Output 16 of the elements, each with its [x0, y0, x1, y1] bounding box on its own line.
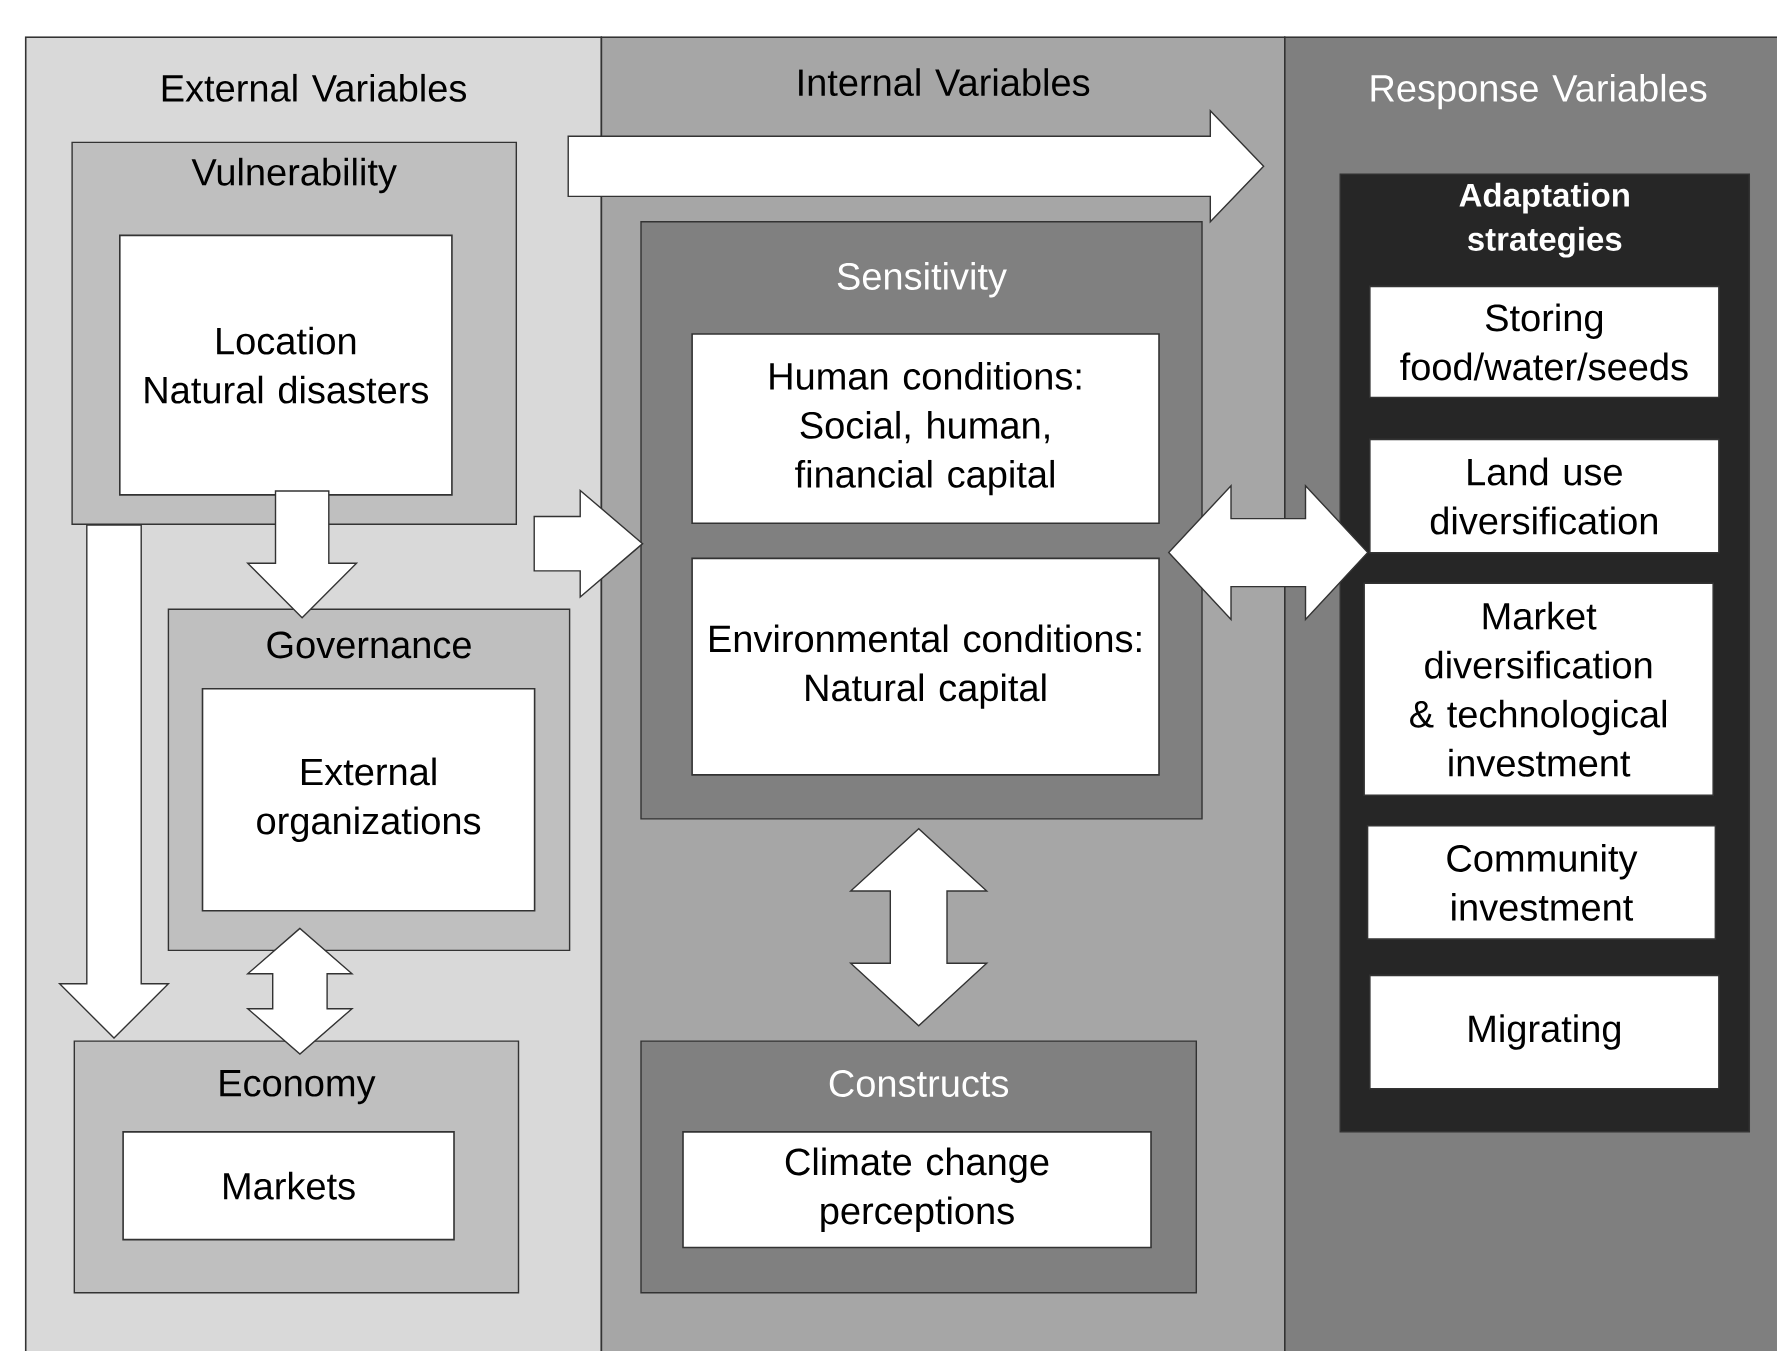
text-box: Migrating: [1369, 974, 1720, 1090]
block-arrow: [533, 488, 644, 599]
text-box: Community investment: [1366, 825, 1717, 940]
text-box: Human conditions: Social, human, financial capital: [691, 333, 1160, 525]
block-arrow: [57, 524, 171, 1040]
text-box: Market diversification & technological investment: [1363, 582, 1714, 796]
text-box: Land use diversification: [1369, 438, 1720, 554]
text-box: Storing food/water/seeds: [1369, 285, 1720, 399]
block-arrow: [245, 927, 354, 1055]
text-box: Climate change perceptions: [682, 1131, 1152, 1249]
block-arrow: [567, 109, 1265, 224]
block-arrow: [246, 490, 359, 619]
text-box: Location Natural disasters: [119, 234, 453, 496]
text-box: Environmental conditions: Natural capital: [691, 557, 1160, 776]
text-box: External organizations: [201, 687, 536, 912]
text-box: Markets: [122, 1131, 455, 1241]
